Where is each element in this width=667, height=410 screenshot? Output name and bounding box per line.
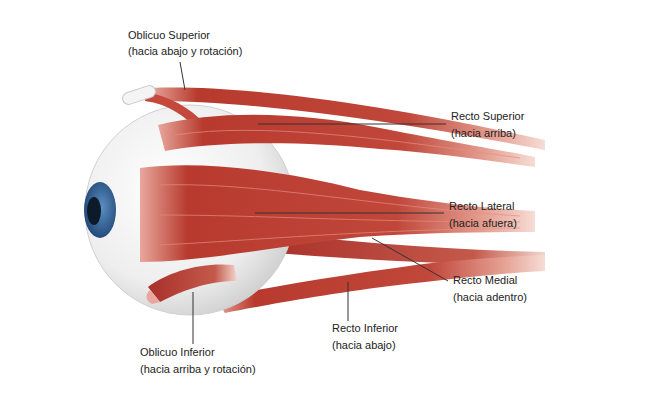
muscle-name: Recto Medial — [453, 274, 517, 287]
lateral-rectus — [140, 165, 535, 262]
muscle-name: Recto Superior — [451, 110, 524, 123]
muscle-name: Oblicuo Superior — [128, 29, 210, 42]
inferior-oblique-insertion — [146, 290, 160, 304]
muscle-action: (hacia arriba) — [451, 127, 516, 140]
superior-rectus — [158, 115, 535, 167]
muscle-fibres — [160, 130, 520, 245]
muscle-action: (hacia afuera) — [449, 217, 517, 230]
muscle-name: Recto Lateral — [449, 200, 514, 213]
muscle-action: (hacia abajo) — [332, 339, 396, 352]
leader-lines — [180, 62, 448, 344]
muscle-action: (hacia arriba y rotación) — [140, 363, 256, 376]
muscle-name: Oblicuo Inferior — [140, 346, 215, 359]
pupil — [87, 197, 101, 225]
muscle-action: (hacia adentro) — [453, 291, 527, 304]
muscle-name: Recto Inferior — [332, 322, 398, 335]
iris — [84, 182, 116, 238]
muscle-action: (hacia abajo y rotación) — [128, 45, 242, 58]
trochlea — [121, 84, 157, 106]
